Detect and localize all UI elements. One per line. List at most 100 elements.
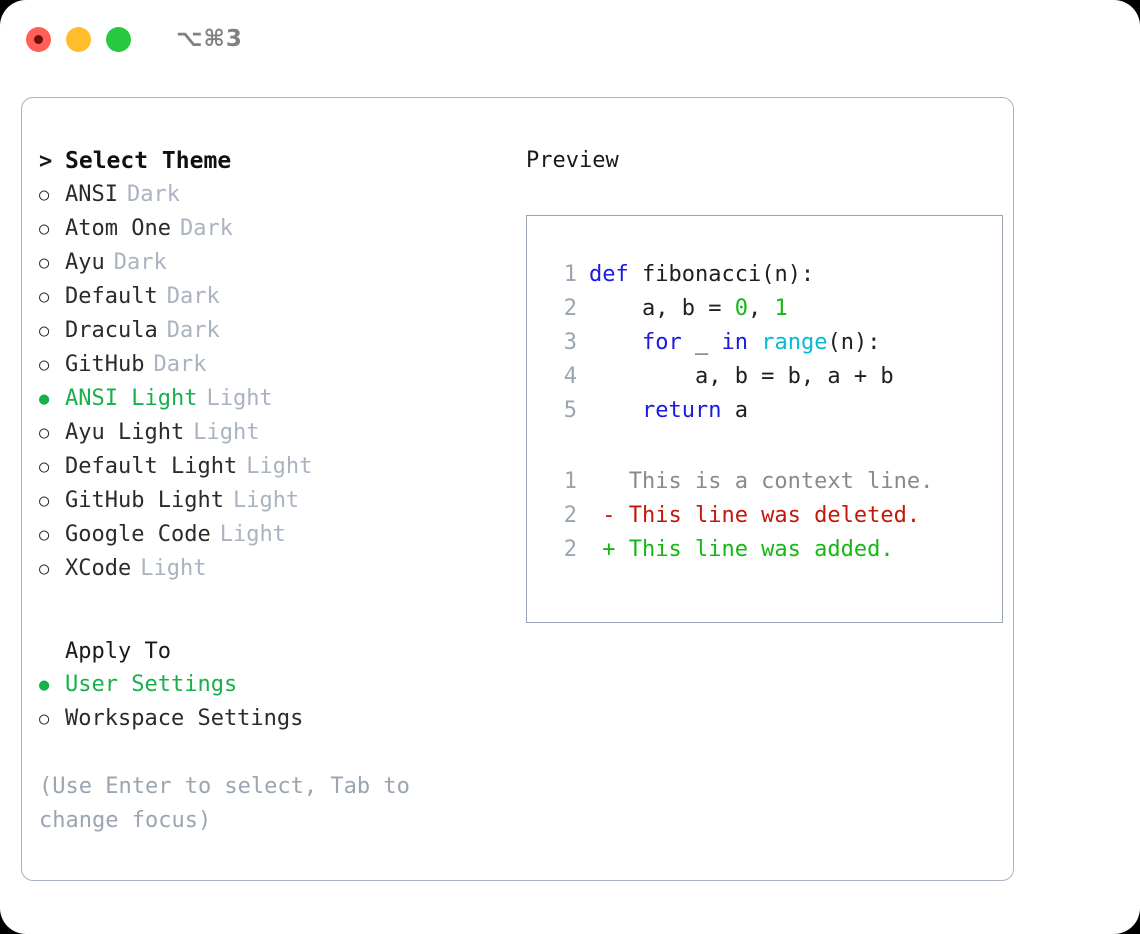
code-line-text: def fibonacci(n): [589,258,814,292]
apply-to-item[interactable]: ● User Settings [39,668,505,702]
code-token [589,398,642,423]
theme-name: Dracula [65,318,158,343]
theme-list-item[interactable]: ○ Ayu Light Light [39,416,505,450]
theme-variant-tag: Light [232,488,300,513]
radio-unselected-icon[interactable]: ○ [39,287,50,307]
code-token [748,330,761,355]
theme-variant-tag: Dark [113,250,167,275]
diff-line-number: 2 [563,537,577,562]
diff-line: 2 - This line was deleted. [547,499,1002,533]
theme-list-item[interactable]: ○ Ayu Dark [39,246,505,280]
radio-unselected-icon[interactable]: ○ [39,423,50,443]
radio-unselected-icon[interactable]: ○ [39,709,50,729]
radio-unselected-icon[interactable]: ○ [39,355,50,375]
theme-variant-tag: Light [246,454,313,479]
code-line-text: a, b = 0, 1 [589,292,788,326]
theme-list-item[interactable]: ○ GitHub Light Light [39,484,505,518]
code-line-number: 3 [563,330,577,355]
apply-to-item[interactable]: ○ Workspace Settings [39,702,505,736]
code-line-number: 5 [563,398,577,423]
caret-icon: > [39,149,53,174]
close-button-icon[interactable] [26,26,51,52]
code-line-number: 4 [563,364,577,389]
theme-name: GitHub [65,352,145,377]
code-token: , [747,296,775,321]
theme-name: Default [65,284,158,309]
radio-unselected-icon[interactable]: ○ [39,253,50,273]
code-token: _ [681,330,722,355]
diff-line-text: + This line was added. [589,537,894,562]
diff-line: 2 + This line was added. [547,533,1002,567]
theme-name: Ayu Light [65,420,185,445]
theme-name: ANSI [65,182,118,207]
radio-selected-icon[interactable]: ● [39,675,50,695]
code-line: 1 def fibonacci(n): [547,258,1002,292]
code-line: 5 return a [547,394,1002,428]
maximize-button-icon[interactable] [106,26,131,52]
theme-list-item[interactable]: ○ GitHub Dark [39,348,505,382]
code-token: return [641,398,722,423]
code-line-text: a, b = b, a + b [589,360,894,394]
theme-variant-tag: Light [219,522,286,547]
theme-variant-tag: Light [193,420,260,445]
theme-name: XCode [65,556,132,581]
minimize-button-icon[interactable] [66,26,91,52]
code-line-number: 2 [563,296,577,321]
code-line: 3 for _ in range(n): [547,326,1002,360]
radio-unselected-icon[interactable]: ○ [39,491,50,511]
theme-name: Ayu [65,250,105,275]
code-line-number: 1 [563,262,577,287]
theme-variant-tag: Dark [153,352,207,377]
theme-name: Atom One [65,216,171,241]
theme-list-item[interactable]: ○ Dracula Dark [39,314,505,348]
diff-line-number: 2 [563,503,577,528]
keyboard-hint: (Use Enter to select, Tab to change focu… [39,774,410,833]
theme-variant-tag: Dark [179,216,233,241]
theme-name: GitHub Light [65,488,224,513]
code-token: a [721,398,748,423]
code-token: a, b = [589,296,735,321]
code-token: 0 [734,296,748,321]
theme-name: Google Code [65,522,211,547]
apply-to-option-label: User Settings [65,672,238,697]
diff-line-text: - This line was deleted. [589,503,921,528]
apply-to-option-label: Workspace Settings [65,706,304,731]
preview-title: Preview [526,148,619,173]
radio-selected-icon[interactable]: ● [39,389,50,409]
radio-unselected-icon[interactable]: ○ [39,525,50,545]
radio-unselected-icon[interactable]: ○ [39,185,50,205]
code-token: 1 [774,296,788,321]
window-controls [26,26,131,52]
radio-unselected-icon[interactable]: ○ [39,219,50,239]
apply-to-label: Apply To [65,639,171,664]
code-token: fibonacci(n): [628,262,815,287]
theme-list-item[interactable]: ○ ANSI Dark [39,178,505,212]
code-token: def [589,262,629,287]
code-line: 2 a, b = 0, 1 [547,292,1002,326]
diff-line: 1 This is a context line. [547,465,1002,499]
theme-list-item[interactable]: ○ Google Code Light [39,518,505,552]
apply-to-heading: o Apply To [39,634,505,668]
code-token: (n): [827,330,881,355]
theme-picker-title: Select Theme [65,148,232,174]
theme-variant-tag: Dark [166,318,220,343]
radio-unselected-icon[interactable]: ○ [39,457,50,477]
code-line-text: return a [589,394,748,428]
diff-line-text: This is a context line. [589,469,934,494]
radio-unselected-icon[interactable]: ○ [39,321,50,341]
theme-variant-tag: Dark [126,182,180,207]
apply-to-spacer-icon: o [39,634,65,668]
radio-unselected-icon[interactable]: ○ [39,559,50,579]
theme-variant-tag: Light [206,386,273,411]
theme-list-item[interactable]: ○ Atom One Dark [39,212,505,246]
